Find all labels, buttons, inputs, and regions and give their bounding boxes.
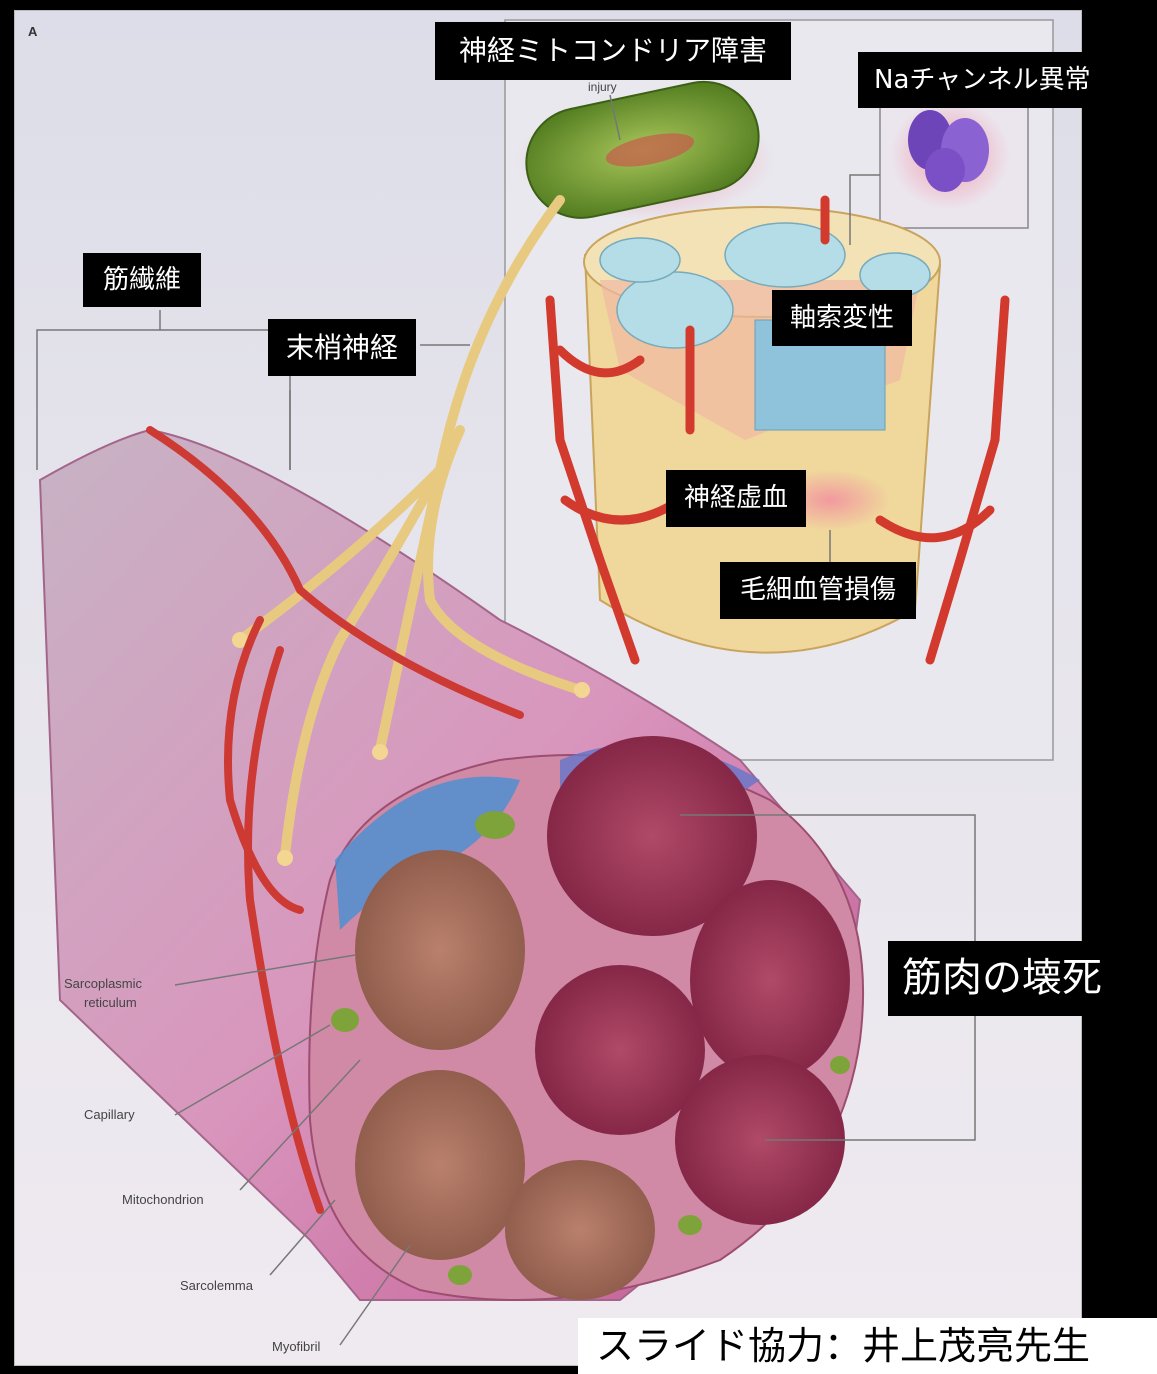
muscle-necrosis-label: 筋肉の壊死 — [888, 941, 1116, 1016]
peripheral-nerve-label: 末梢神経 — [268, 319, 416, 376]
muscle-cross-section — [309, 736, 863, 1300]
mitochondrion-label: Mitochondrion — [122, 1192, 204, 1207]
capillary-damage-label: 毛細血管損傷 — [720, 562, 916, 619]
injury-label: injury — [588, 80, 617, 94]
nerve-ischemia-label: 神経虚血 — [666, 470, 806, 527]
axon-degeneration-label: 軸索変性 — [772, 290, 912, 346]
capillary-label: Capillary — [84, 1107, 135, 1122]
slide-credit: スライド協力：井上茂亮先生 — [578, 1318, 1157, 1374]
sarcoplasmic-label-line2: reticulum — [84, 995, 137, 1010]
sarcolemma-label: Sarcolemma — [180, 1278, 253, 1293]
mito-dysfunction-label: 神経ミトコンドリア障害 — [435, 22, 791, 80]
myofibril-label: Myofibril — [272, 1339, 320, 1354]
muscle-fiber-label: 筋繊維 — [83, 253, 201, 307]
panel-letter: A — [28, 24, 37, 39]
na-channel-label: Naチャンネル異常 — [858, 52, 1107, 108]
sarcoplasmic-label-line1: Sarcoplasmic — [64, 976, 142, 991]
